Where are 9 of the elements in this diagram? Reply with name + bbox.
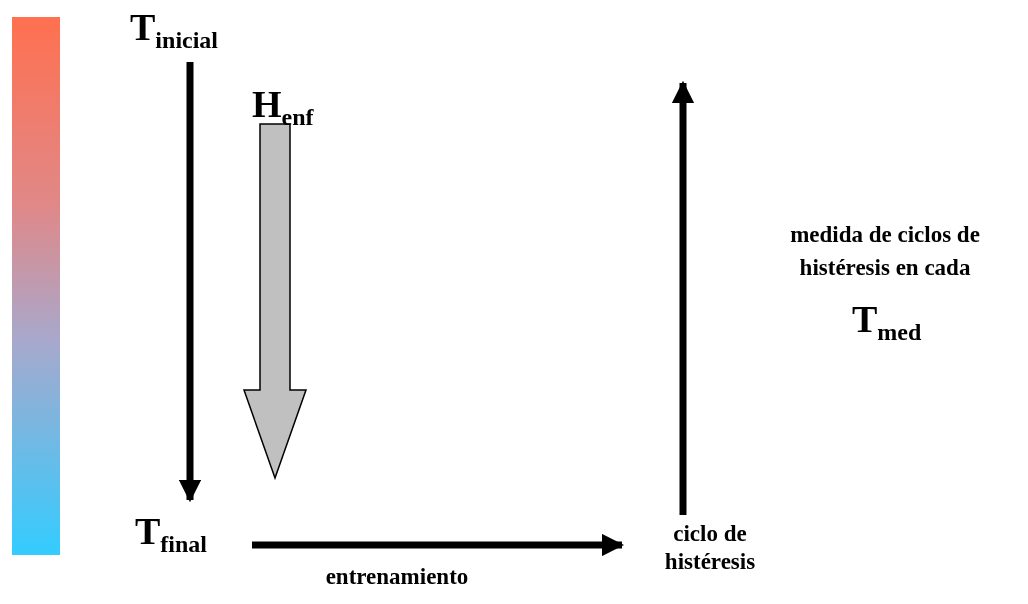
symbol-label: H$_{enf}$ <box>252 85 314 130</box>
node-label: ciclo de histéresis <box>640 520 780 576</box>
edge-label: entrenamiento <box>324 563 470 591</box>
annotation-text: medida de ciclos de histéresis en cada <box>789 221 981 283</box>
symbol-label: T$_{inicial}$ <box>130 8 219 53</box>
symbol-label: T$_{final}$ <box>135 512 208 557</box>
temperature-gradient-bar <box>12 17 60 555</box>
block-arrow <box>242 123 308 481</box>
symbol-label: T$_{med}$ <box>852 300 922 345</box>
